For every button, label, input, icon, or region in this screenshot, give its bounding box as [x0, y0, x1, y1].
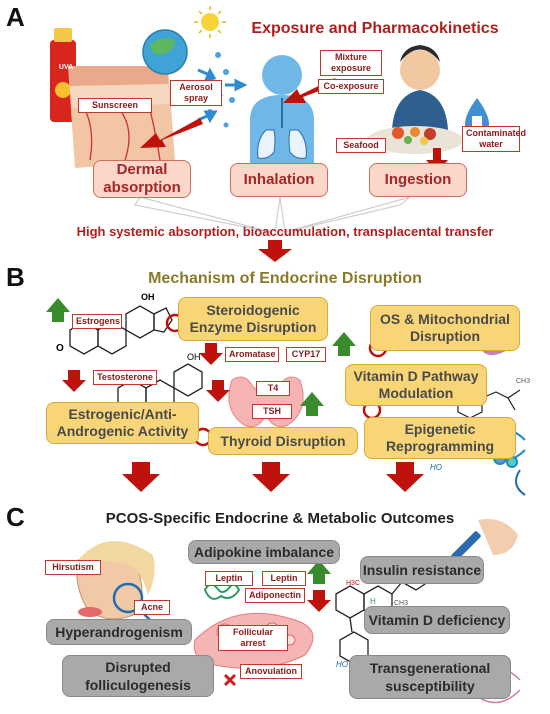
chem-ho-c: HO: [336, 660, 348, 669]
chem-h-c: H: [370, 597, 376, 606]
box-vitamin-d: Vitamin D Pathway Modulation: [345, 364, 487, 406]
cross-icon: [223, 673, 237, 687]
route-inhalation: Inhalation: [230, 163, 328, 197]
chem-ho: HO: [430, 463, 442, 472]
tag-leptin-1: Leptin: [205, 571, 253, 586]
tag-acne: Acne: [134, 600, 170, 615]
globe-icon: [142, 29, 188, 75]
protein-icon: [203, 583, 241, 600]
chem-oh-top: OH: [141, 292, 155, 302]
box-adipokine: Adipokine imbalance: [188, 540, 340, 564]
route-dermal: Dermal absorption: [93, 160, 191, 198]
skin-layers-icon: [68, 66, 175, 168]
uva-label: UVA: [58, 64, 74, 71]
chem-o-left: O: [56, 343, 64, 354]
panel-letter-a: A: [6, 2, 25, 32]
tag-tsh: TSH: [252, 404, 292, 419]
tag-aromatase: Aromatase: [225, 347, 279, 362]
box-thyroid: Thyroid Disruption: [208, 427, 358, 455]
b-to-c-red-arrows: [122, 462, 424, 492]
dermal-red-arrow: [140, 118, 203, 148]
tag-follicular-arrest: Follicular arrest: [218, 625, 288, 651]
tag-aerosol: Aerosol spray: [170, 80, 222, 106]
tag-adiponectin: Adiponectin: [245, 588, 305, 603]
chem-oh-mid: OH: [187, 352, 201, 362]
red-down-arrow: [62, 343, 230, 402]
panel-b-title: Mechanism of Endocrine Disruption: [148, 270, 422, 287]
route-ingestion: Ingestion: [369, 163, 467, 197]
box-folliculogenesis: Disrupted folliculogenesis: [62, 655, 214, 697]
tag-coexposure: Co-exposure: [318, 79, 384, 94]
tag-estrogens: Estrogens: [72, 314, 122, 329]
box-vitamin-d-deficiency: Vitamin D deficiency: [364, 606, 510, 634]
tag-cyp17: CYP17: [286, 347, 326, 362]
box-hyperandrogenism: Hyperandrogenism: [46, 619, 192, 645]
panel-letter-b: B: [6, 262, 25, 292]
tag-t4: T4: [256, 381, 290, 396]
panel-c-title: PCOS-Specific Endocrine & Metabolic Outc…: [105, 510, 455, 527]
box-os-mitochondrial: OS & Mitochondrial Disruption: [370, 305, 520, 351]
red-down-arrow-c: [307, 590, 331, 612]
chem-ch3: CH3: [516, 378, 531, 385]
tag-testosterone: Testosterone: [93, 370, 157, 385]
lungs-silhouette-icon: [250, 55, 314, 165]
panel-letter-c: C: [6, 502, 25, 532]
box-epigenetic: Epigenetic Reprogramming: [364, 417, 516, 459]
exposure-summary: High systemic absorption, bioaccumulatio…: [76, 224, 494, 239]
tag-mixture: Mixture exposure: [320, 50, 382, 76]
box-steroidogenic: Steroidogenic Enzyme Disruption: [178, 297, 328, 341]
green-up-arrow-c: [307, 560, 331, 584]
sunscreen-tube-icon: [50, 28, 76, 122]
seafood-plate-icon: [367, 126, 463, 154]
funnel-lines: [134, 196, 411, 233]
tag-leptin-2: Leptin: [262, 571, 306, 586]
tag-seafood: Seafood: [336, 138, 386, 153]
tag-hirsutism: Hirsutism: [45, 560, 101, 575]
sun-icon: [194, 6, 226, 38]
tag-sunscreen: Sunscreen: [78, 98, 152, 113]
box-transgenerational: Transgenerational susceptibility: [349, 655, 511, 699]
box-estrogenic: Estrogenic/Anti-Androgenic Activity: [46, 402, 199, 444]
green-up-arrow: [46, 298, 356, 416]
insulin-pen-icon: [451, 519, 518, 561]
chem-h3c: H3C: [346, 580, 361, 587]
chem-ch3-c: CH3: [394, 600, 409, 607]
box-insulin-resistance: Insulin resistance: [360, 556, 484, 584]
a-to-b-red-arrow: [258, 240, 292, 262]
person-eating-icon: [392, 45, 448, 130]
panel-a-title: Exposure and Pharmacokinetics: [251, 20, 499, 37]
tag-water: Contaminated water: [462, 126, 526, 152]
tag-anovulation: Anovulation: [240, 664, 302, 679]
